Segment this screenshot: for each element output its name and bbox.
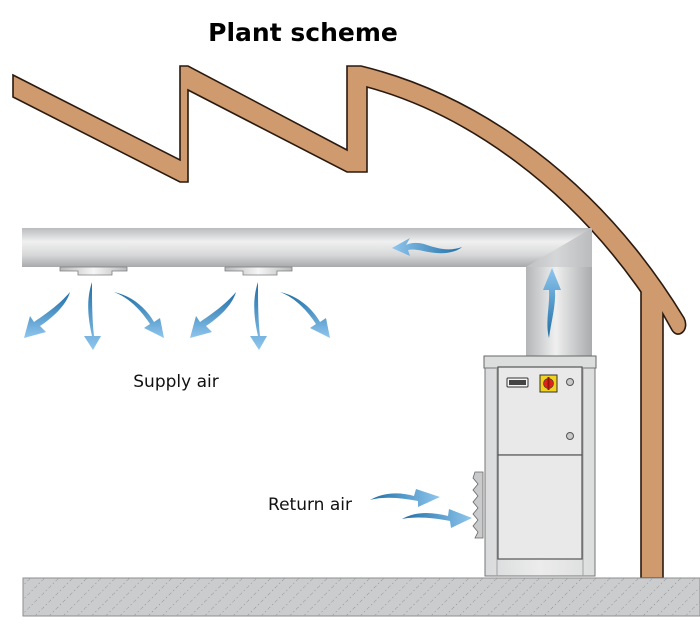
airflow-arrow-icon	[24, 292, 70, 338]
diffuser-2	[224, 266, 293, 276]
screw-icon	[566, 432, 574, 440]
floor-slab	[22, 577, 700, 617]
diagram-title: Plant scheme	[208, 18, 398, 47]
roof	[12, 65, 687, 579]
supply-duct-horizontal	[22, 228, 592, 267]
diffuser-1	[59, 266, 128, 276]
airflow-arrow-icon	[280, 292, 330, 338]
return-air-label: Return air	[268, 495, 352, 515]
display-panel-icon	[506, 377, 529, 388]
supply-airflow-arrows	[24, 282, 330, 350]
airflow-arrow-icon	[402, 509, 472, 528]
screw-icon	[566, 378, 574, 386]
airflow-arrow-icon	[250, 282, 267, 350]
supply-air-label: Supply air	[133, 372, 218, 392]
duct-elbow-shade	[526, 228, 592, 267]
return-airflow-arrows	[370, 489, 472, 528]
airflow-arrow-icon	[370, 489, 440, 507]
duct-up-arrow-icon	[543, 268, 561, 338]
air-conditioning-unit	[472, 355, 597, 577]
airflow-arrow-icon	[190, 292, 236, 338]
airflow-arrow-icon	[84, 282, 101, 350]
return-air-grille	[472, 471, 484, 539]
main-switch-icon	[539, 374, 558, 393]
duct-airflow-arrow-icon	[392, 238, 462, 256]
unit-lower-door	[497, 454, 583, 560]
airflow-arrow-icon	[114, 292, 164, 338]
